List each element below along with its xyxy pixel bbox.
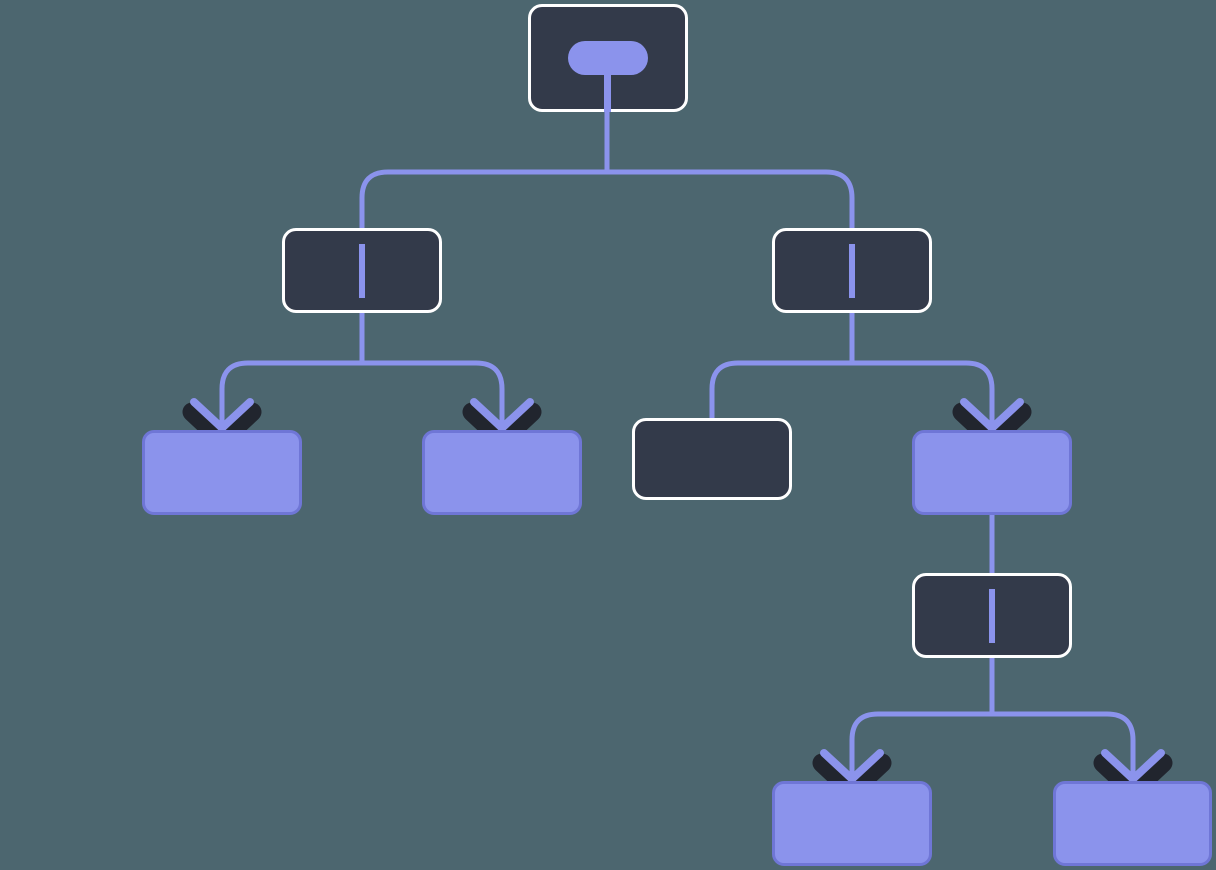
leaf-node-3[interactable] <box>912 430 1072 515</box>
terminal-node-dark[interactable] <box>632 418 792 500</box>
leaf-node-1[interactable] <box>142 430 302 515</box>
root-node-pill <box>568 41 648 75</box>
leaf-node-4[interactable] <box>772 781 932 866</box>
edge-left-to-leaf1-arrow-icon <box>190 398 254 432</box>
leaf-node-5[interactable] <box>1053 781 1212 866</box>
edge-lower-to-leaf4 <box>849 711 992 781</box>
edge-left-to-leaf1 <box>219 360 362 430</box>
edge-right-to-leaf3 <box>852 360 995 430</box>
edge-left-to-leaf2 <box>362 360 505 430</box>
edge-right-to-dark <box>709 360 852 418</box>
root-node-stem <box>604 62 611 112</box>
line-through-branch-left <box>359 244 365 298</box>
edge-lower-to-leaf4-arrow-icon <box>820 749 884 783</box>
edge-lower-to-leaf5-arrow-icon <box>1101 749 1165 783</box>
edge-left-to-leaf2-arrow-icon <box>470 398 534 432</box>
edge-root-to-left <box>359 169 607 228</box>
line-through-branch-right <box>849 244 855 298</box>
line-through-branch-lower <box>989 589 995 643</box>
edge-root-to-right <box>607 169 855 228</box>
leaf-node-2[interactable] <box>422 430 582 515</box>
edge-lower-to-leaf5 <box>992 711 1136 781</box>
edge-right-to-leaf3-arrow-icon <box>960 398 1024 432</box>
